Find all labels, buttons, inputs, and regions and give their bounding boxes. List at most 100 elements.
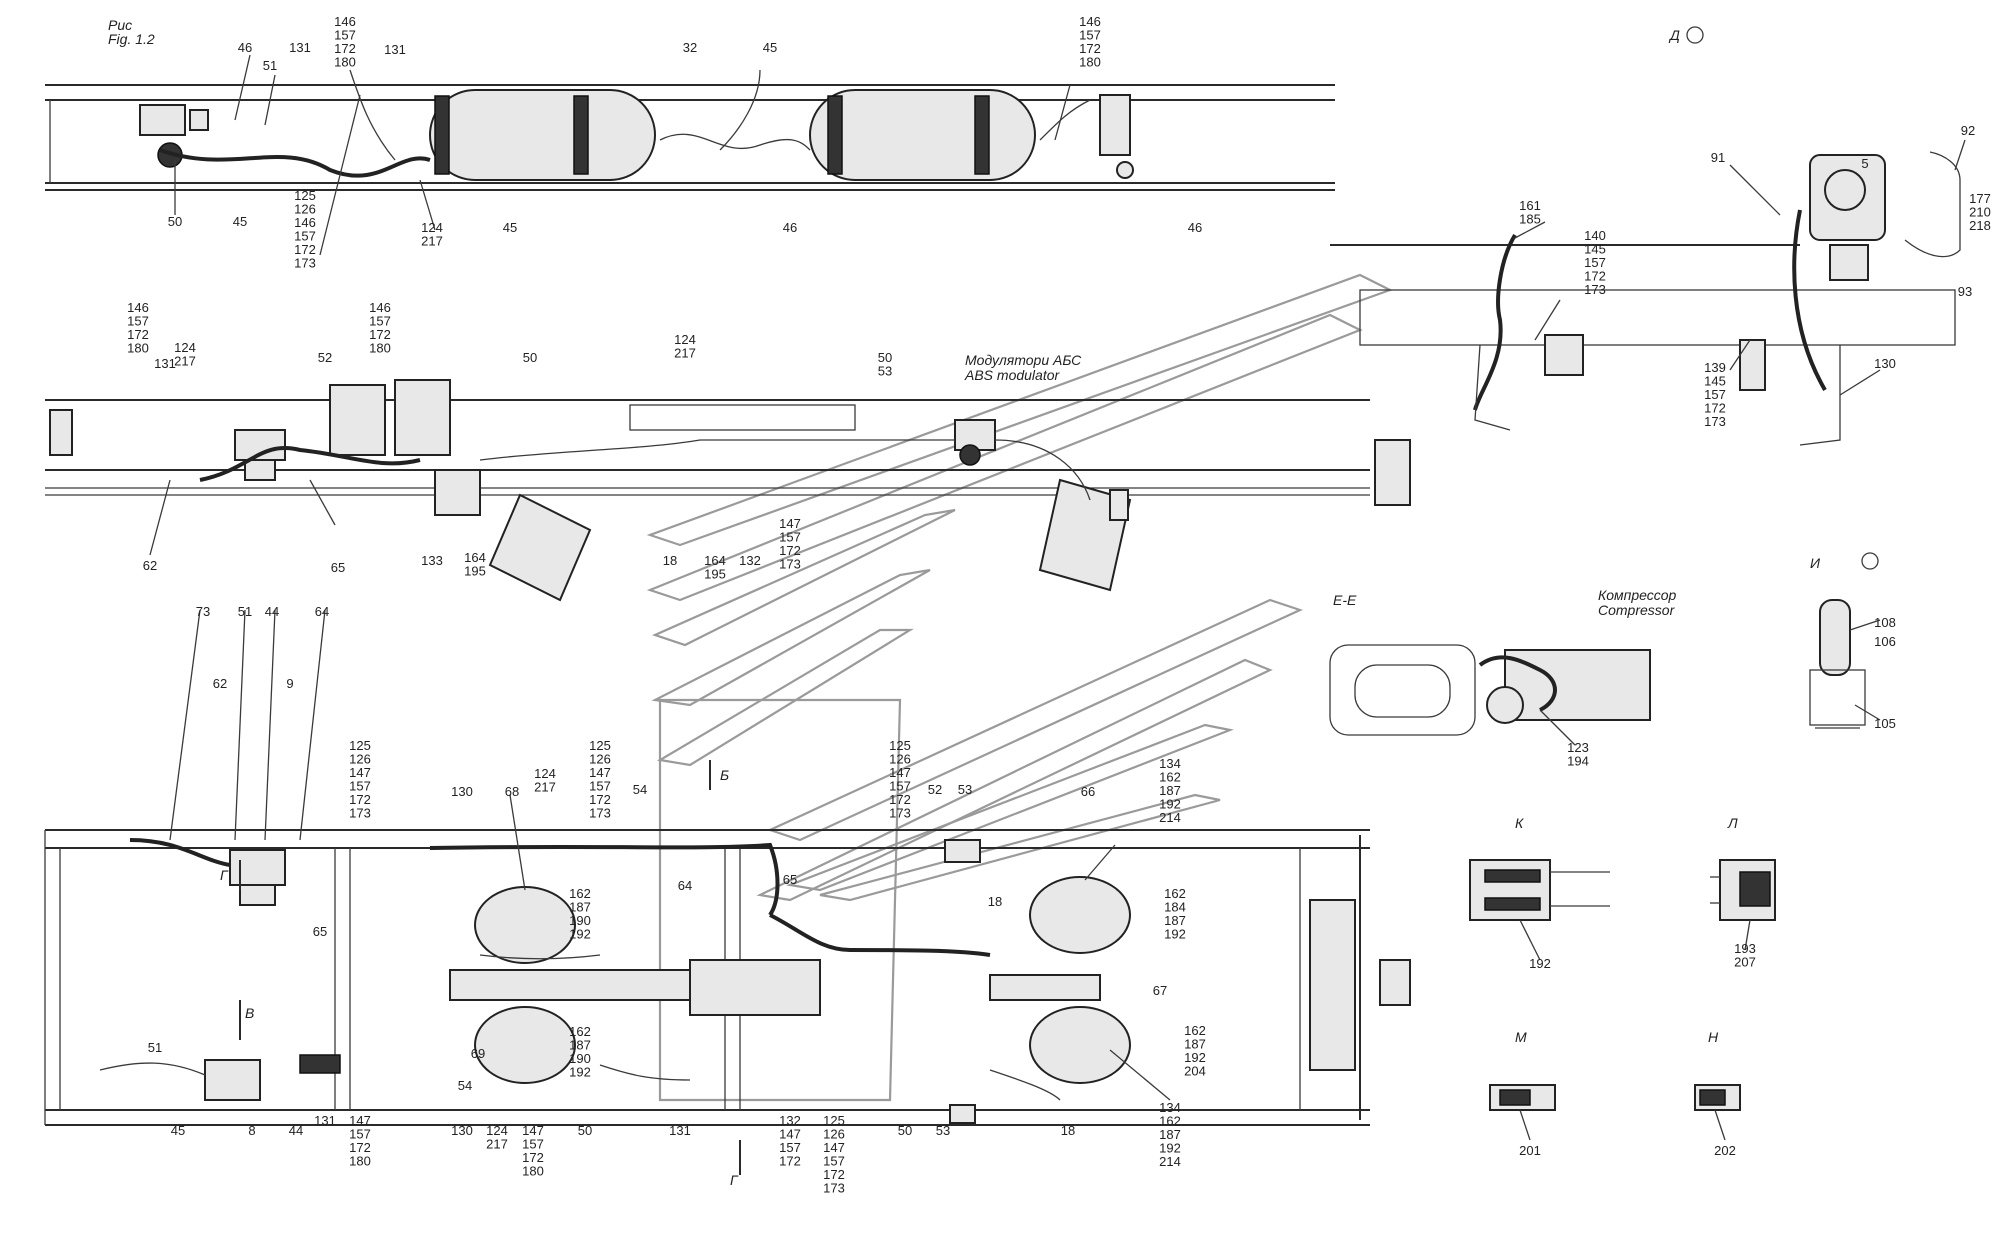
callout-line: 147 [779,1127,801,1142]
abs-label-ru: Модулятори АБС [965,352,1082,368]
callout-c70: 131 [669,1123,691,1138]
callout-line: 51 [263,58,277,73]
compressor-label-en: Compressor [1598,602,1676,618]
callout-c57: 69 [471,1046,485,1061]
figure-ref-en: Fig. 1.2 [108,31,155,47]
callout-line: 50 [578,1123,592,1138]
compressor-label-ru: Компрессор [1598,587,1677,603]
callout-line: 140 [1584,228,1606,243]
fitting-detail-k [1469,859,1610,921]
callout-c43: 54 [633,782,647,797]
callout-line: 162 [569,1024,591,1039]
callout-c37: 9 [286,676,293,691]
callout-line: 180 [369,341,391,356]
air-receiver-1 [429,89,656,181]
callout-line: 126 [889,752,911,767]
callout-c87: 106 [1874,634,1896,649]
callout-line: 50 [523,350,537,365]
callout-c13: 45 [503,220,517,235]
callout-c18: 131 [154,356,176,371]
callout-line: 210 [1969,205,1991,220]
callout-line: 177 [1969,191,1991,206]
abs-modulator-middle [954,419,996,466]
callout-line: 172 [779,543,801,558]
callout-line: 207 [1734,955,1756,970]
callout-c59: 54 [458,1078,472,1093]
callout-line: 217 [174,354,196,369]
callout-c46: 53 [958,782,972,797]
callout-line: 130 [451,784,473,799]
figure-ref-ru: Рис [108,17,132,33]
callout-line: 157 [889,779,911,794]
callout-line: 195 [704,567,726,582]
callout-line: 180 [127,341,149,356]
callout-c3: 131 [289,40,311,55]
callout-c74: 53 [936,1123,950,1138]
callout-line: 106 [1874,634,1896,649]
callout-line: 65 [783,872,797,887]
view-title-l: Л [1727,815,1738,831]
callout-line: 124 [486,1123,508,1138]
callout-line: 172 [1079,41,1101,56]
callout-c30: 132 [739,553,761,568]
callout-line: 124 [174,340,196,355]
callout-line: 172 [522,1150,544,1165]
callout-c69: 50 [578,1123,592,1138]
callout-c35: 64 [315,604,329,619]
callout-c14: 46 [783,220,797,235]
callout-line: 65 [313,924,327,939]
callout-line: 146 [369,300,391,315]
callout-line: 157 [334,28,356,43]
callout-line: 131 [289,40,311,55]
section-b-top: Б [720,767,729,783]
callout-line: 172 [127,327,149,342]
callout-line: 173 [889,806,911,821]
callout-line: 64 [678,878,692,893]
callout-line: 147 [823,1140,845,1155]
view-title-ee: Е-Е [1333,592,1357,608]
callout-line: 64 [315,604,329,619]
callout-line: 5 [1861,156,1868,171]
callout-line: 54 [633,782,647,797]
callout-c39: 130 [451,784,473,799]
callout-line: 162 [569,886,591,901]
callout-line: 157 [294,229,316,244]
callout-line: 184 [1164,900,1186,915]
callout-line: 157 [349,779,371,794]
section-g-top: Г [220,867,229,883]
callout-line: 185 [1519,212,1541,227]
callout-line: 187 [1159,783,1181,798]
callout-line: 192 [1159,1141,1181,1156]
callout-line: 66 [1081,784,1095,799]
callout-line: 68 [505,784,519,799]
callout-c10: 45 [233,214,247,229]
callout-line: 18 [1061,1123,1075,1138]
valve-assembly-top [139,104,209,168]
middle-frame-view [45,379,1411,602]
callout-line: 125 [889,738,911,753]
callout-line: 172 [589,792,611,807]
callout-c79: 92 [1961,123,1975,138]
callout-line: 202 [1714,1143,1736,1158]
callout-line: 192 [569,1065,591,1080]
callout-line: 172 [779,1154,801,1169]
callout-line: 133 [421,553,443,568]
callout-line: 45 [503,220,517,235]
callout-c47: 66 [1081,784,1095,799]
callout-line: 195 [464,564,486,579]
callout-line: 172 [823,1167,845,1182]
view-titles: Д И Е-Е К Л М Н Б В Г Г [220,27,1821,1188]
callout-line: 157 [127,314,149,329]
callout-line: 125 [823,1113,845,1128]
callout-line: 8 [248,1123,255,1138]
callout-line: 173 [294,256,316,271]
callout-line: 53 [878,364,892,379]
callout-line: 146 [127,300,149,315]
